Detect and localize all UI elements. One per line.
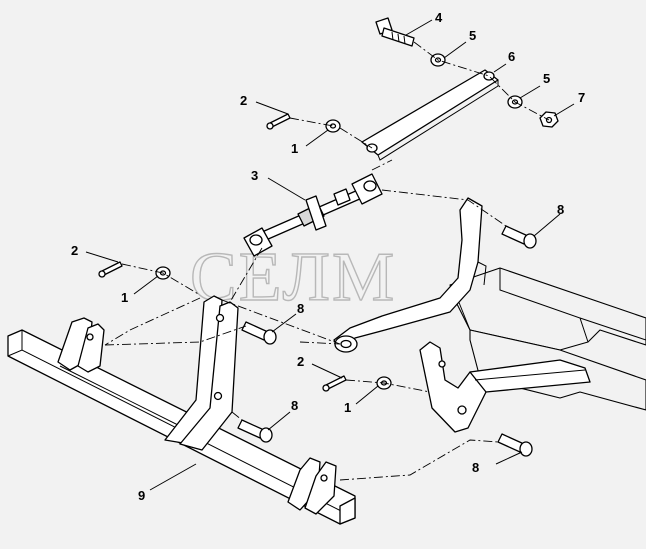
callout-7: 7 [578,90,585,105]
callout-1-lower: 1 [344,400,351,415]
turnbuckle-rod [243,173,383,257]
link-strap [361,69,499,161]
callout-3: 3 [251,168,258,183]
callout-labels: 4 5 6 5 7 2 1 3 8 2 1 8 2 1 8 8 9 [71,10,585,503]
washer-upper-left [325,119,341,133]
callout-8-lower-right: 8 [472,460,479,475]
leader-lines [85,19,575,491]
clevis-pin-upper [501,225,537,249]
callout-8-lower-left: 8 [291,398,298,413]
callout-1-upper: 1 [291,141,298,156]
bolt [375,17,415,47]
frame-bracket [419,341,591,433]
cotter-pin-lower [322,375,347,392]
callout-1-middle: 1 [121,290,128,305]
cotter-pin-middle [98,261,123,278]
callout-8-middle: 8 [297,301,304,316]
callout-9: 9 [138,488,145,503]
callout-5-upper: 5 [469,28,476,43]
callout-8-upper: 8 [557,202,564,217]
callout-4: 4 [435,10,443,25]
callout-5-right: 5 [543,71,550,86]
callout-6: 6 [508,49,515,64]
callout-2-lower: 2 [297,354,304,369]
callout-2-upper: 2 [240,93,247,108]
clevis-pin-lower-left [237,419,273,443]
clevis-pin-lower-right [497,433,533,457]
assembly-centerlines [104,41,550,481]
cotter-pin-upper [266,113,291,130]
clevis-pin-middle [241,321,277,345]
watermark-text: СЕЛМ [190,239,396,316]
callout-2-middle: 2 [71,243,78,258]
underride-guard [7,295,356,525]
